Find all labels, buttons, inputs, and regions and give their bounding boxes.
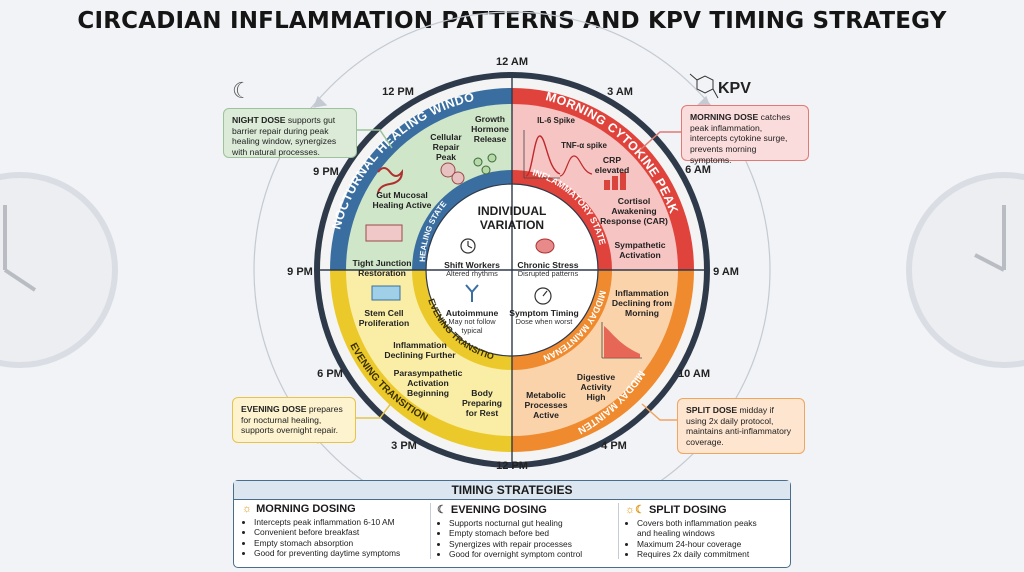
label-infl-declining-morning: Inflammation Declining from Morning (611, 288, 673, 319)
label-digestive: Digestive Activity High (576, 372, 616, 403)
label-tight-junction: Tight Junction Restoration (352, 258, 412, 279)
list-item: Convenient before breakfast (254, 527, 422, 537)
center-title: INDIVIDUAL VARIATION (477, 204, 547, 232)
label-metabolic: Metabolic Processes Active (524, 390, 568, 421)
label-body-preparing: Body Preparing for Rest (461, 388, 503, 419)
cell-icon (440, 162, 465, 185)
label-growth-hormone: Growth Hormone Release (471, 114, 509, 145)
split-dosing-column: ☼☾SPLIT DOSING Covers both inflammation … (618, 503, 805, 559)
morning-dosing-column: ☼MORNING DOSING Intercepts peak inflamma… (242, 503, 422, 558)
list-item: Intercepts peak inflammation 6-10 AM (254, 517, 422, 527)
hour-9am: 9 AM (713, 266, 739, 278)
evening-dosing-column: ☾EVENING DOSING Supports nocturnal gut h… (430, 503, 617, 559)
label-crp: CRP elevated (594, 155, 630, 176)
split-dosing-title: SPLIT DOSING (648, 504, 727, 516)
hour-10am: 10 AM (678, 368, 710, 380)
list-item: Maximum 24-hour coverage (637, 539, 805, 549)
center-symptom-timing: Symptom Timing Dose when worst (509, 308, 579, 327)
list-item: Synergizes with repair processes (449, 539, 617, 549)
brain-icon (535, 238, 555, 254)
list-item: Good for overnight symptom control (449, 549, 617, 559)
center-autoimmune: Autoimmune May not follow typical (445, 308, 499, 335)
list-item: Good for preventing daytime symptoms (254, 548, 422, 558)
split-dose-callout: SPLIT DOSE midday if using 2x daily prot… (677, 398, 805, 454)
list-item: Empty stomach absorption (254, 538, 422, 548)
label-sympathetic: Sympathetic Activation (614, 240, 666, 261)
hour-12pm-bottom: 12 PM (496, 460, 528, 472)
tight-junction-icon (365, 224, 403, 242)
hour-3pm: 3 PM (391, 440, 417, 452)
label-stem-cell: Stem Cell Proliferation (358, 308, 410, 329)
center-chronic-stress: Chronic Stress Disrupted patterns (517, 260, 579, 279)
stem-cell-icon (371, 285, 401, 301)
clock-icon (460, 238, 476, 254)
timer-icon (534, 287, 552, 305)
moon-icon: ☾ (232, 78, 252, 103)
hour-12pm-top: 12 PM (382, 86, 414, 98)
label-tnf: TNF-α spike (561, 141, 607, 150)
hormone-icon (473, 153, 497, 175)
hour-4pm: 4 PM (601, 440, 627, 452)
gut-icon (377, 167, 404, 195)
sun-moon-icon: ☼☾ (625, 504, 645, 516)
hour-12am: 12 AM (496, 56, 528, 68)
hour-6am: 6 AM (685, 164, 711, 176)
background-clocks (0, 172, 1024, 368)
label-infl-declining-further: Inflammation Declining Further (384, 340, 456, 361)
hour-6pm: 6 PM (317, 368, 343, 380)
moon-icon: ☾ (437, 504, 447, 516)
label-cortisol: Cortisol Awakening Response (CAR) (600, 196, 668, 227)
sun-icon: ☼ (242, 503, 253, 515)
hour-9pm-high: 9 PM (313, 166, 339, 178)
timing-strategies-header: TIMING STRATEGIES (234, 481, 790, 500)
label-parasympathetic: Parasympathetic Activation Beginning (393, 368, 463, 399)
kpv-molecule-icon (689, 73, 719, 99)
list-item: Covers both inflammation peaks and heali… (637, 518, 805, 539)
antibody-icon (465, 284, 479, 302)
list-item: Supports nocturnal gut healing (449, 518, 617, 528)
timing-strategies-panel: TIMING STRATEGIES ☼MORNING DOSING Interc… (233, 480, 791, 568)
label-gut-mucosal: Gut Mucosal Healing Active (372, 190, 432, 211)
crp-bars (604, 172, 626, 190)
decline-chart (601, 322, 642, 359)
hour-3am: 3 AM (607, 86, 633, 98)
label-cellular-repair: Cellular Repair Peak (430, 132, 462, 163)
list-item: Empty stomach before bed (449, 528, 617, 538)
hour-9pm-low: 9 PM (287, 266, 313, 278)
center-shift-workers: Shift Workers Altered rhythms (444, 260, 500, 279)
morning-dosing-title: MORNING DOSING (256, 503, 356, 515)
list-item: Requires 2x daily commitment (637, 549, 805, 559)
evening-dose-callout: EVENING DOSE prepares for nocturnal heal… (232, 397, 356, 443)
cytokine-spike-chart (523, 130, 593, 179)
label-il6: IL-6 Spike (537, 116, 575, 125)
kpv-label: KPV (718, 80, 751, 97)
morning-dose-callout: MORNING DOSE catches peak inflammation, … (681, 105, 809, 165)
night-dose-callout: NIGHT DOSE supports gut barrier repair d… (223, 108, 357, 158)
evening-dosing-title: EVENING DOSING (450, 504, 547, 516)
